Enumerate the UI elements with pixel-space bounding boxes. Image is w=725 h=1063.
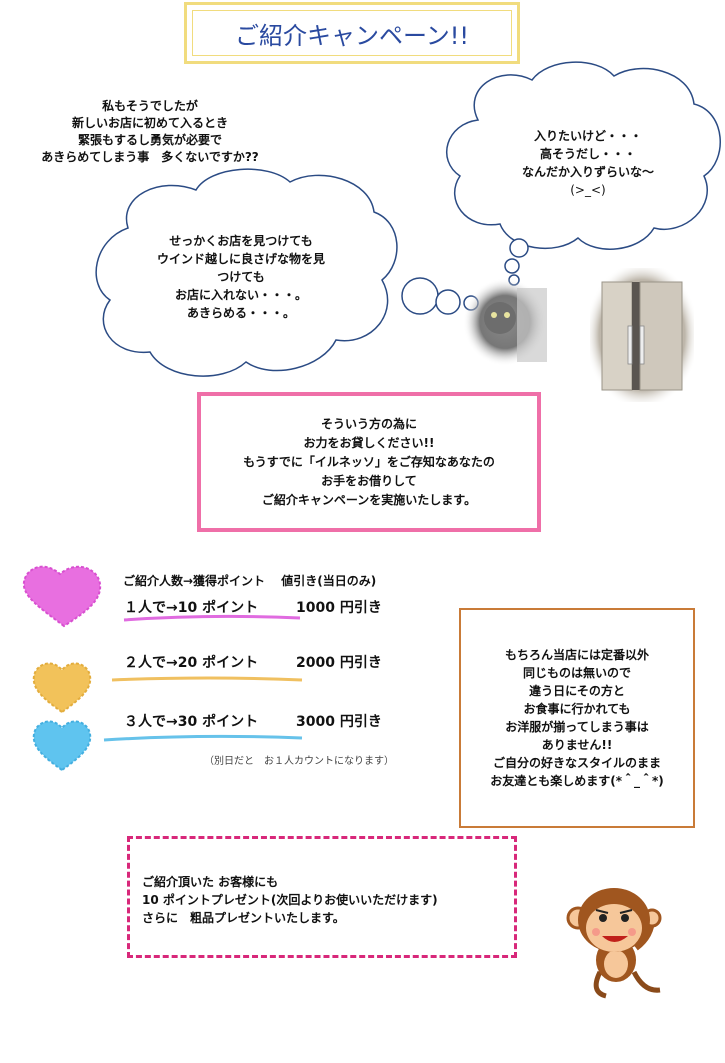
style-note-line: ありません!! xyxy=(541,738,613,752)
heart-pink-icon xyxy=(22,565,102,628)
thought-cloud-right xyxy=(446,61,721,286)
cloud-line: (>_<) xyxy=(570,183,606,197)
heart-yellow-icon xyxy=(32,662,92,714)
style-note-line: お友達とも楽しめます(*＾_＾*) xyxy=(490,774,664,788)
intro-line: 新しいお店に初めて入るとき xyxy=(71,116,228,130)
tier-1-discount: 1000 円引き xyxy=(296,600,382,616)
referrer-gift-text: ご紹介頂いた お客様にも 10 ポイントプレゼント(次回よりお使いいただけます)… xyxy=(142,873,438,927)
cloud-line: 高そうだし・・・ xyxy=(539,147,636,161)
gift-line: ご紹介頂いた お客様にも xyxy=(142,875,279,889)
underline-yellow xyxy=(111,676,303,682)
announcement-line: もうすでに「イルネッソ」をご存知なあなたの xyxy=(243,454,495,469)
tier-note: （別日だと お１人カウントになります） xyxy=(204,756,394,767)
cloud-line: つけても xyxy=(217,270,265,284)
announcement-line: お力をお貸しください!! xyxy=(303,435,435,450)
right-cloud-text: 入りたいけど・・・ 高そうだし・・・ なんだか入りずらいな～ (>_<) xyxy=(488,127,688,199)
intro-line: 私もそうでしたが xyxy=(102,99,198,113)
tier-table-header: ご紹介人数→獲得ポイント 値引き(当日のみ) xyxy=(123,574,377,588)
tier-3-discount: 3000 円引き xyxy=(296,714,382,730)
cloud-line: せっかくお店を見つけても xyxy=(169,234,313,248)
title-frame: ご紹介キャンペーン!! xyxy=(184,2,520,64)
monkey-illustration xyxy=(566,888,662,999)
style-note-text: もちろん当店には定番以外 同じものは無いので 違う日にその方と お食事に行かれて… xyxy=(490,646,664,790)
intro-text: 私もそうでしたが 新しいお店に初めて入るとき 緊張もするし勇気が必要で あきらめ… xyxy=(20,98,280,166)
announcement-line: ご紹介キャンペーンを実施いたします。 xyxy=(261,492,477,507)
announcement-text: そういう方の為に お力をお貸しください!! もうすでに「イルネッソ」をご存知なあ… xyxy=(243,415,495,510)
campaign-announcement-box: そういう方の為に お力をお貸しください!! もうすでに「イルネッソ」をご存知なあ… xyxy=(197,392,541,532)
heart-blue-icon xyxy=(32,720,92,772)
tier-1-label: １人で→10 ポイント xyxy=(124,600,259,616)
cloud-line: 入りたいけど・・・ xyxy=(533,129,642,143)
cloud-line: なんだか入りずらいな～ xyxy=(521,165,654,179)
gift-line: さらに 粗品プレゼントいたします。 xyxy=(142,911,345,925)
style-note-line: お洋服が揃ってしまう事は xyxy=(505,720,649,734)
gift-line: 10 ポイントプレゼント(次回よりお使いいただけます) xyxy=(142,893,438,907)
style-note-box: もちろん当店には定番以外 同じものは無いので 違う日にその方と お食事に行かれて… xyxy=(459,608,695,828)
cloud-line: お店に入れない・・・。 xyxy=(174,288,307,302)
style-note-line: お食事に行かれても xyxy=(523,702,631,716)
cloud-line: ウインド越しに良さげな物を見 xyxy=(156,252,325,266)
thought-cloud-left xyxy=(95,168,479,377)
tier-3-label: ３人で→30 ポイント xyxy=(124,714,259,730)
referrer-gift-box: ご紹介頂いた お客様にも 10 ポイントプレゼント(次回よりお使いいただけます)… xyxy=(127,836,517,958)
announcement-line: そういう方の為に xyxy=(320,416,417,431)
underline-blue xyxy=(103,734,303,742)
announcement-line: お手をお借りして xyxy=(321,473,417,488)
cloud-line: あきらめる・・・。 xyxy=(186,306,295,320)
cat-peeking-image xyxy=(463,278,547,366)
style-note-line: もちろん当店には定番以外 xyxy=(504,648,649,662)
style-note-line: 違う日にその方と xyxy=(529,684,625,698)
left-cloud-text: せっかくお店を見つけても ウインド越しに良さげな物を見 つけても お店に入れない… xyxy=(126,232,356,322)
tier-2-discount: 2000 円引き xyxy=(296,655,382,671)
intro-line: 緊張もするし勇気が必要で xyxy=(77,133,222,147)
tier-2-label: ２人で→20 ポイント xyxy=(124,655,259,671)
style-note-line: 同じものは無いので xyxy=(522,666,631,680)
underline-pink xyxy=(123,614,301,622)
page-title: ご紹介キャンペーン!! xyxy=(234,21,470,50)
title-inner-border: ご紹介キャンペーン!! xyxy=(192,10,512,56)
intro-line: あきらめてしまう事 多くないですか?? xyxy=(41,150,259,164)
door-image xyxy=(590,268,694,402)
style-note-line: ご自分の好きなスタイルのまま xyxy=(492,756,661,770)
